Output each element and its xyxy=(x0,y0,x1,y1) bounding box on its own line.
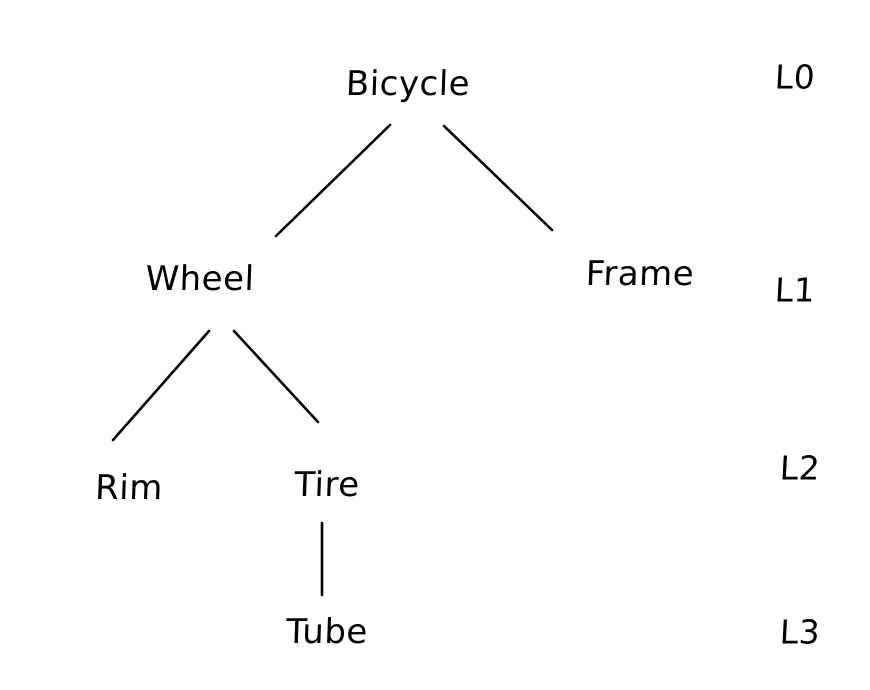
node-frame[interactable]: Frame xyxy=(585,254,695,294)
edge-wheel-tire xyxy=(232,329,320,424)
node-tire[interactable]: Tire xyxy=(293,465,361,505)
node-rim[interactable]: Rim xyxy=(94,468,164,508)
edge-wheel-rim xyxy=(111,329,211,442)
level-label-l1: L1 xyxy=(773,270,817,310)
edges-group xyxy=(111,123,554,597)
level-label-l2: L2 xyxy=(778,448,822,488)
edge-bicycle-frame xyxy=(442,124,554,232)
node-tube[interactable]: Tube xyxy=(285,612,369,652)
edge-bicycle-wheel xyxy=(274,123,392,238)
node-bicycle[interactable]: Bicycle xyxy=(345,64,471,104)
level-label-l3: L3 xyxy=(778,612,822,652)
node-wheel[interactable]: Wheel xyxy=(144,259,256,299)
level-label-l0: L0 xyxy=(773,57,817,97)
